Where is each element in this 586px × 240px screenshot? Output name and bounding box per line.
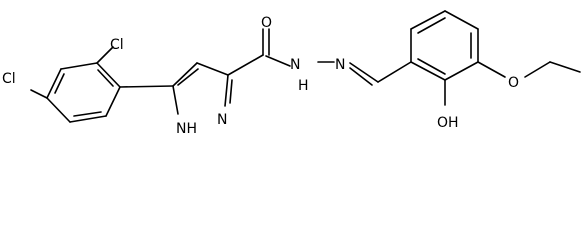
hydrazone-linker xyxy=(262,28,412,86)
dichlorophenyl-ring xyxy=(46,62,121,123)
pyrazole-nh-label: NH xyxy=(176,121,197,137)
pyrazole-n-label: N xyxy=(217,112,227,128)
carbonyl-oxygen-label: O xyxy=(261,15,272,31)
hydroxyphenyl-ring xyxy=(410,10,479,81)
bond-aryl-pyrazole xyxy=(119,85,174,88)
chlorine-ortho-label: Cl xyxy=(110,37,124,53)
ether-oxygen-label: O xyxy=(508,75,519,91)
hydroxyl-label: OH xyxy=(437,115,459,131)
hydrazone-n2-label: N xyxy=(335,57,345,73)
ethyl-chain xyxy=(524,61,581,78)
bond-ring-cl-ortho xyxy=(96,46,114,64)
chlorine-para-label: Cl xyxy=(2,71,16,87)
hydrazone-h-label: H xyxy=(298,78,309,94)
bond-ring-ether-o xyxy=(477,61,506,78)
structure-canvas: Cl Cl O N H N NH N OH O xyxy=(2,10,581,137)
pyrazole-ring xyxy=(172,62,233,115)
bond-pyrazole-carbonyl xyxy=(227,54,264,76)
molecule-structure: Cl Cl O N H N NH N OH O xyxy=(2,10,581,137)
hydrazone-n1-label: N xyxy=(290,57,300,73)
bond-ring-cl-para xyxy=(30,89,48,99)
